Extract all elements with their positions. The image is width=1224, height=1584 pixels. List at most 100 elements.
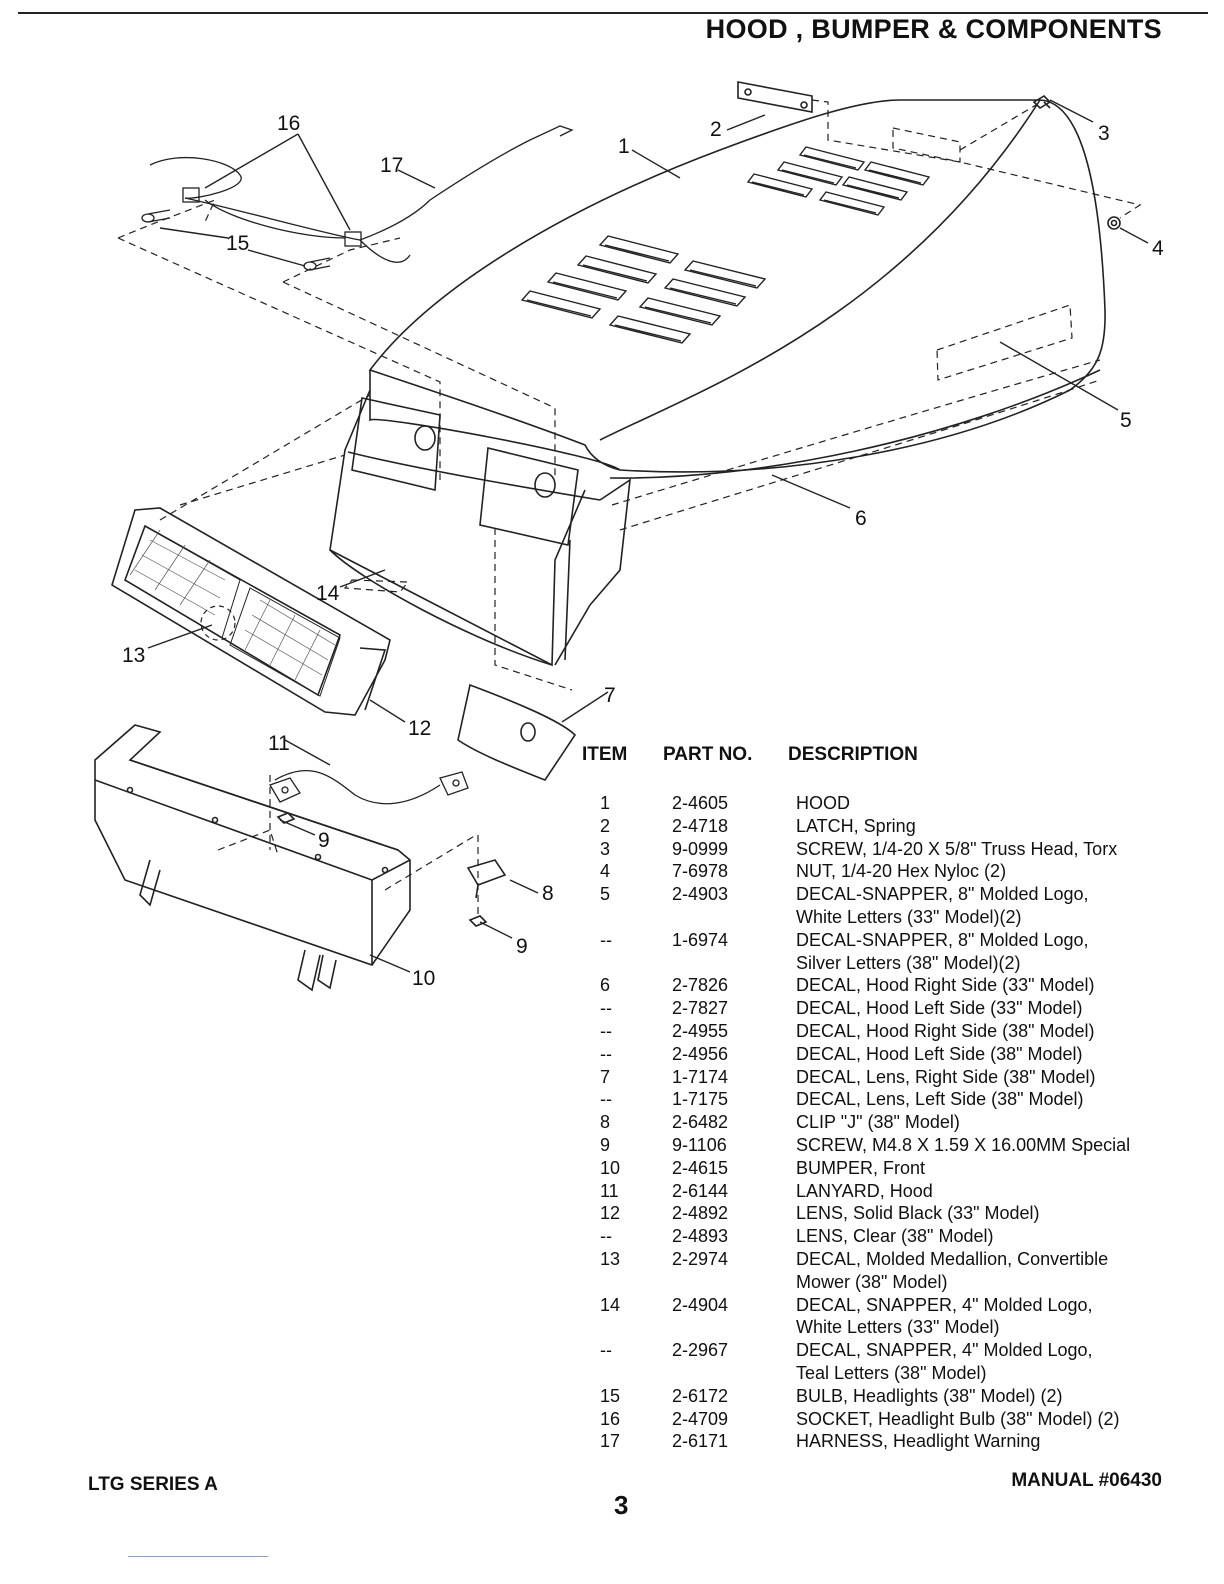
description-line: DECAL, Hood Right Side (38" Model) (796, 1020, 1095, 1041)
callout-14: 14 (316, 582, 340, 605)
part-number: 2-4615 (672, 1157, 729, 1178)
description-line: DECAL-SNAPPER, 8" Molded Logo, (796, 929, 1089, 950)
description: CLIP "J" (38" Model) (796, 1111, 1200, 1134)
item-number: 6 (600, 975, 611, 996)
page-number: 3 (614, 1490, 629, 1520)
lens-drawing (111, 507, 391, 716)
description: SCREW, 1/4-20 X 5/8" Truss Head, Torx (796, 838, 1200, 861)
item-number: 5 (600, 884, 611, 905)
part-number: 9-0999 (672, 838, 729, 859)
part-number: 2-4892 (672, 1203, 729, 1224)
item-number: 14 (600, 1294, 621, 1315)
part-number: 7-6978 (672, 861, 729, 882)
column-header-part-no: PART NO. (663, 744, 753, 765)
screw-drawing (1032, 94, 1052, 110)
part-number: 1-6974 (672, 929, 729, 950)
item-number: -- (600, 1020, 612, 1041)
item-number: 9 (600, 1134, 611, 1155)
item-number: -- (600, 1340, 612, 1361)
description: DECAL, SNAPPER, 4" Molded Logo,Teal Lett… (796, 1339, 1200, 1385)
nut-drawing (1107, 216, 1121, 230)
callout-7: 7 (604, 684, 616, 707)
part-number: 2-4605 (672, 793, 729, 813)
description-line: HOOD (796, 793, 850, 813)
description-line: DECAL, Hood Left Side (38" Model) (796, 1043, 1083, 1064)
part-number: 2-6172 (672, 1385, 729, 1406)
description-line: DECAL, Hood Left Side (33" Model) (796, 998, 1083, 1019)
description-line: DECAL-SNAPPER, 8" Molded Logo, (796, 884, 1089, 905)
description-line: LENS, Solid Black (33" Model) (796, 1203, 1040, 1224)
description: DECAL, SNAPPER, 4" Molded Logo,White Let… (796, 1294, 1200, 1340)
callout-3: 3 (1098, 122, 1110, 145)
callout-17: 17 (380, 154, 403, 177)
callout-8: 8 (542, 882, 554, 905)
description: DECAL-SNAPPER, 8" Molded Logo,White Lett… (796, 883, 1200, 929)
table-row: 3 9-0999 SCREW, 1/4-20 X 5/8" Truss Head, … (600, 838, 1200, 861)
leader-lines (147, 99, 1149, 973)
item-number: 17 (600, 1431, 621, 1452)
description-line: LANYARD, Hood (796, 1180, 933, 1201)
description: LANYARD, Hood (796, 1180, 1200, 1203)
part-number: 2-4903 (672, 884, 729, 905)
item-number: 10 (600, 1157, 621, 1178)
item-number: 15 (600, 1385, 621, 1406)
item-number: -- (600, 1043, 612, 1064)
part-number: 2-6482 (672, 1112, 729, 1133)
footer-series: LTG SERIES A (88, 1474, 218, 1495)
item-number: 4 (600, 861, 611, 882)
description: HARNESS, Headlight Warning (796, 1430, 1200, 1453)
description: LENS, Clear (38" Model) (796, 1225, 1200, 1248)
description-line: BUMPER, Front (796, 1157, 926, 1178)
item-number: 1 (600, 793, 611, 813)
description-line: SCREW, 1/4-20 X 5/8" Truss Head, Torx (796, 838, 1118, 859)
column-header-item: ITEM (582, 744, 628, 765)
table-row: 5 2-4903 DECAL-SNAPPER, 8" Molded Logo,Whi… (600, 883, 1200, 929)
description-line: BULB, Headlights (38" Model) (2) (796, 1385, 1063, 1406)
callout-1: 1 (618, 135, 630, 158)
description-line: SCREW, M4.8 X 1.59 X 16.00MM Special (796, 1134, 1131, 1155)
part-number: 2-4955 (672, 1020, 729, 1041)
description: BULB, Headlights (38" Model) (2) (796, 1385, 1200, 1408)
description-line: Mower (38" Model) (796, 1271, 948, 1292)
description: DECAL, Lens, Right Side (38" Model) (796, 1066, 1200, 1089)
part-number: 1-7174 (672, 1066, 729, 1087)
description: SOCKET, Headlight Bulb (38" Model) (2) (796, 1408, 1200, 1431)
description: HOOD (796, 792, 1200, 815)
description-line: LATCH, Spring (796, 815, 916, 836)
part-number: 2-2967 (672, 1340, 729, 1361)
item-number: -- (600, 1226, 612, 1247)
callout-11: 11 (268, 732, 290, 755)
description: DECAL-SNAPPER, 8" Molded Logo,Silver Let… (796, 929, 1200, 975)
description: LATCH, Spring (796, 815, 1200, 838)
part-number: 2-4709 (672, 1408, 729, 1429)
phantom-lines (117, 99, 1142, 915)
callout-6: 6 (855, 507, 867, 530)
lens-decal-drawing (457, 683, 577, 781)
part-number: 9-1106 (672, 1134, 727, 1155)
table-row: 15 2-6172 BULB, Headlights (38" Model) (2) (600, 1385, 1200, 1408)
table-row: -- 2-4955 DECAL, Hood Right Side (38" Mode… (600, 1020, 1200, 1043)
callout-9-upper: 9 (318, 829, 330, 852)
callout-10: 10 (412, 967, 435, 990)
part-number: 2-7827 (672, 998, 729, 1019)
item-number: 3 (600, 838, 611, 859)
description-line: DECAL, Lens, Right Side (38" Model) (796, 1066, 1096, 1087)
item-number: 16 (600, 1408, 621, 1429)
description: DECAL, Lens, Left Side (38" Model) (796, 1088, 1200, 1111)
description-line: White Letters (33" Model)(2) (796, 906, 1022, 927)
callout-4: 4 (1152, 237, 1164, 260)
item-number: 2 (600, 815, 611, 836)
item-number: 11 (600, 1180, 619, 1201)
part-number: 2-2974 (672, 1248, 729, 1269)
description-line: DECAL, SNAPPER, 4" Molded Logo, (796, 1340, 1093, 1361)
top-rule (18, 12, 1208, 14)
description-line: SOCKET, Headlight Bulb (38" Model) (2) (796, 1408, 1120, 1429)
